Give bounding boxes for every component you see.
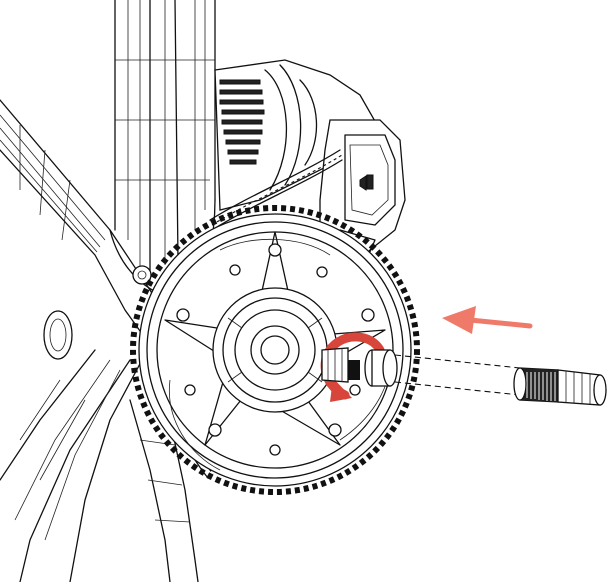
frame-bolt (43, 310, 73, 360)
motor-fins (219, 79, 265, 165)
arrow-left-icon (442, 306, 533, 334)
crank-spindle (321, 347, 521, 396)
spline-adapter (513, 367, 607, 406)
chainring (130, 205, 420, 495)
